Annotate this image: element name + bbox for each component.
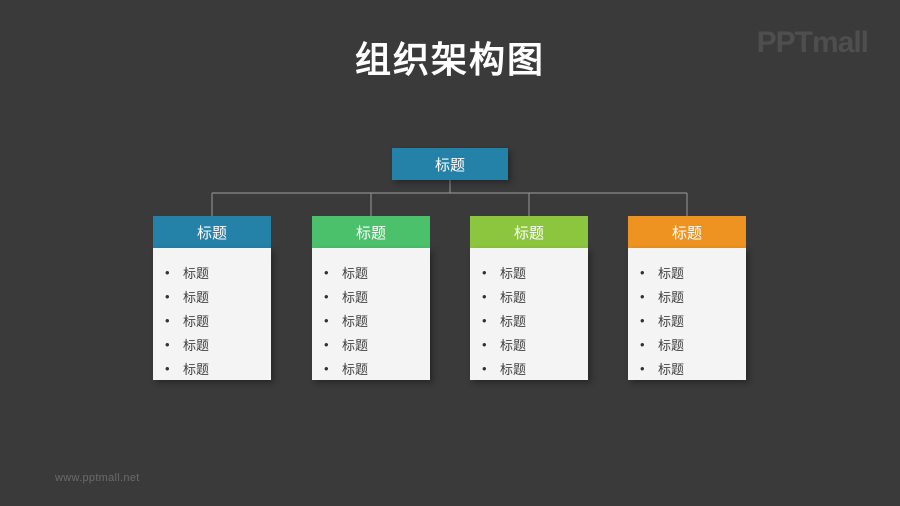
bullet-icon: • [482,360,487,376]
bullet-icon: • [165,288,170,304]
list-item[interactable]: • 标题 [312,308,430,332]
list-item-label: 标题 [183,265,210,281]
org-column-4-body: • 标题 • 标题 • 标题 • 标题 • 标题 [628,248,746,380]
bullet-icon: • [165,360,170,376]
org-column-4[interactable]: 标题 • 标题 • 标题 • 标题 • 标题 • 标题 [628,216,746,380]
org-column-4-header[interactable]: 标题 [628,216,746,248]
org-root-label: 标题 [434,156,465,174]
list-item-label: 标题 [500,337,527,353]
list-item[interactable]: • 标题 [470,332,588,356]
list-item-label: 标题 [658,337,685,353]
bullet-icon: • [640,264,645,280]
bullet-icon: • [165,336,170,352]
list-item[interactable]: • 标题 [153,284,271,308]
bullet-icon: • [324,264,329,280]
org-column-3[interactable]: 标题 • 标题 • 标题 • 标题 • 标题 • 标题 [470,216,588,380]
list-item[interactable]: • 标题 [153,308,271,332]
list-item[interactable]: • 标题 [312,332,430,356]
org-column-1-body: • 标题 • 标题 • 标题 • 标题 • 标题 [153,248,271,380]
org-column-3-header[interactable]: 标题 [470,216,588,248]
list-item[interactable]: • 标题 [470,260,588,284]
org-column-4-header-label: 标题 [671,224,702,242]
org-root-node[interactable]: 标题 [392,148,508,180]
bullet-icon: • [324,360,329,376]
bullet-icon: • [482,288,487,304]
org-column-1[interactable]: 标题 • 标题 • 标题 • 标题 • 标题 • 标题 [153,216,271,380]
footer-url: www.pptmall.net [55,472,140,484]
bullet-icon: • [640,336,645,352]
list-item-label: 标题 [342,289,369,305]
page-title: 组织架构图 [354,39,545,80]
list-item-label: 标题 [183,289,210,305]
list-item-label: 标题 [658,361,685,377]
org-column-2-header[interactable]: 标题 [312,216,430,248]
bullet-icon: • [165,264,170,280]
list-item-label: 标题 [658,265,685,281]
list-item-label: 标题 [500,361,527,377]
bullet-icon: • [324,312,329,328]
bullet-icon: • [324,336,329,352]
list-item-label: 标题 [342,361,369,377]
org-column-1-header[interactable]: 标题 [153,216,271,248]
list-item[interactable]: • 标题 [628,284,746,308]
list-item-label: 标题 [183,361,210,377]
bullet-icon: • [640,312,645,328]
bullet-icon: • [640,288,645,304]
list-item[interactable]: • 标题 [628,308,746,332]
bullet-icon: • [482,312,487,328]
list-item-label: 标题 [500,313,527,329]
org-column-2-body: • 标题 • 标题 • 标题 • 标题 • 标题 [312,248,430,380]
list-item[interactable]: • 标题 [312,284,430,308]
list-item[interactable]: • 标题 [153,332,271,356]
bullet-icon: • [640,360,645,376]
list-item-label: 标题 [658,313,685,329]
list-item-label: 标题 [500,289,527,305]
list-item-label: 标题 [342,313,369,329]
list-item[interactable]: • 标题 [628,332,746,356]
list-item[interactable]: • 标题 [153,356,271,380]
org-column-2[interactable]: 标题 • 标题 • 标题 • 标题 • 标题 • 标题 [312,216,430,380]
list-item[interactable]: • 标题 [470,356,588,380]
pptmall-logo: PPTmall [756,26,869,59]
list-item[interactable]: • 标题 [312,356,430,380]
bullet-icon: • [482,264,487,280]
list-item[interactable]: • 标题 [470,308,588,332]
bullet-icon: • [482,336,487,352]
list-item[interactable]: • 标题 [628,260,746,284]
list-item[interactable]: • 标题 [312,260,430,284]
list-item-label: 标题 [342,265,369,281]
list-item-label: 标题 [183,313,210,329]
list-item-label: 标题 [342,337,369,353]
list-item-label: 标题 [658,289,685,305]
list-item[interactable]: • 标题 [470,284,588,308]
list-item-label: 标题 [183,337,210,353]
list-item[interactable]: • 标题 [628,356,746,380]
list-item[interactable]: • 标题 [153,260,271,284]
org-column-1-header-label: 标题 [196,224,227,242]
bullet-icon: • [324,288,329,304]
bullet-icon: • [165,312,170,328]
list-item-label: 标题 [500,265,527,281]
org-column-3-header-label: 标题 [513,224,544,242]
org-column-3-body: • 标题 • 标题 • 标题 • 标题 • 标题 [470,248,588,380]
org-column-2-header-label: 标题 [355,224,386,242]
